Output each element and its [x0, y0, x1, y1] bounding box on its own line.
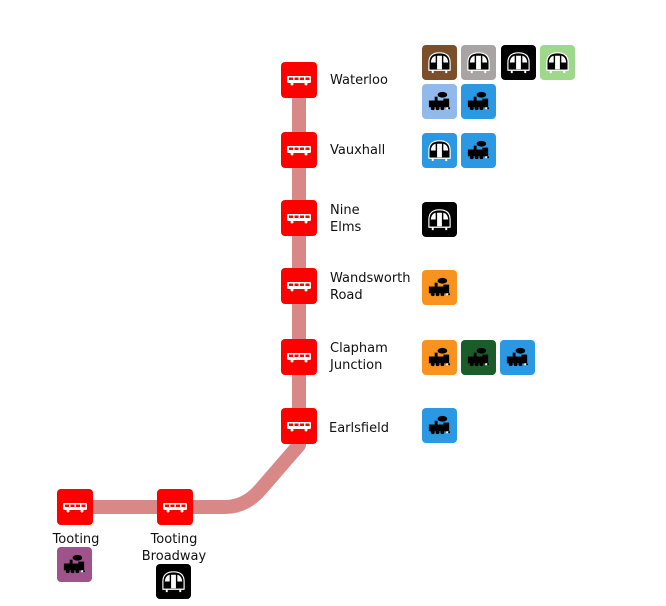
- stop-clapham-junction[interactable]: [281, 339, 317, 375]
- interchange-steam-train-tile[interactable]: [422, 84, 457, 119]
- interchange-underground-train-tile[interactable]: [156, 564, 191, 599]
- interchange-underground-train-tile[interactable]: [501, 45, 536, 80]
- bus-icon: [162, 501, 188, 513]
- bus-icon: [286, 212, 312, 224]
- interchange-steam-train-tile[interactable]: [422, 270, 457, 305]
- interchange-underground-train-tile[interactable]: [461, 45, 496, 80]
- steam-train-icon: [426, 88, 453, 115]
- stop-waterloo[interactable]: [281, 62, 317, 98]
- stop-label-tooting: Tooting: [52, 532, 100, 547]
- stop-nine-elms[interactable]: [281, 200, 317, 236]
- underground-train-icon: [505, 49, 532, 76]
- underground-train-icon: [465, 49, 492, 76]
- underground-train-icon: [426, 49, 453, 76]
- bus-icon: [286, 280, 312, 292]
- stop-tooting[interactable]: [57, 489, 93, 525]
- underground-train-icon: [426, 137, 453, 164]
- steam-train-icon: [426, 344, 453, 371]
- interchange-steam-train-tile[interactable]: [422, 340, 457, 375]
- underground-train-icon: [544, 49, 571, 76]
- steam-train-icon: [465, 137, 492, 164]
- stop-tooting-broadway[interactable]: [157, 489, 193, 525]
- stop-label-vauxhall: Vauxhall: [330, 143, 386, 158]
- steam-train-icon: [426, 412, 453, 439]
- stop-label-wandsworth-road: Wandsworth Road: [330, 271, 411, 303]
- underground-train-icon: [426, 206, 453, 233]
- steam-train-icon: [61, 551, 88, 578]
- steam-train-icon: [504, 344, 531, 371]
- stop-label-tooting-broadway: Tooting Broadway: [141, 532, 207, 564]
- stop-wandsworth-road[interactable]: [281, 268, 317, 304]
- stop-earlsfield[interactable]: [281, 408, 317, 444]
- interchange-steam-train-tile[interactable]: [422, 408, 457, 443]
- steam-train-icon: [465, 344, 492, 371]
- steam-train-icon: [426, 274, 453, 301]
- interchange-steam-train-tile[interactable]: [461, 84, 496, 119]
- interchange-underground-train-tile[interactable]: [422, 45, 457, 80]
- interchange-underground-train-tile[interactable]: [422, 202, 457, 237]
- bus-icon: [286, 420, 312, 432]
- interchange-steam-train-tile[interactable]: [461, 340, 496, 375]
- bus-icon: [62, 501, 88, 513]
- underground-train-icon: [160, 568, 187, 595]
- interchange-underground-train-tile[interactable]: [540, 45, 575, 80]
- bus-icon: [286, 351, 312, 363]
- stop-label-waterloo: Waterloo: [330, 73, 388, 88]
- steam-train-icon: [465, 88, 492, 115]
- stop-label-nine-elms: Nine Elms: [330, 203, 362, 235]
- interchange-steam-train-tile[interactable]: [461, 133, 496, 168]
- interchange-underground-train-tile[interactable]: [422, 133, 457, 168]
- stop-vauxhall[interactable]: [281, 132, 317, 168]
- stop-label-earlsfield: Earlsfield: [329, 421, 389, 436]
- interchange-steam-train-tile[interactable]: [57, 547, 92, 582]
- bus-icon: [286, 144, 312, 156]
- stop-label-clapham-junction: Clapham Junction: [330, 341, 388, 373]
- interchange-steam-train-tile[interactable]: [500, 340, 535, 375]
- bus-icon: [286, 74, 312, 86]
